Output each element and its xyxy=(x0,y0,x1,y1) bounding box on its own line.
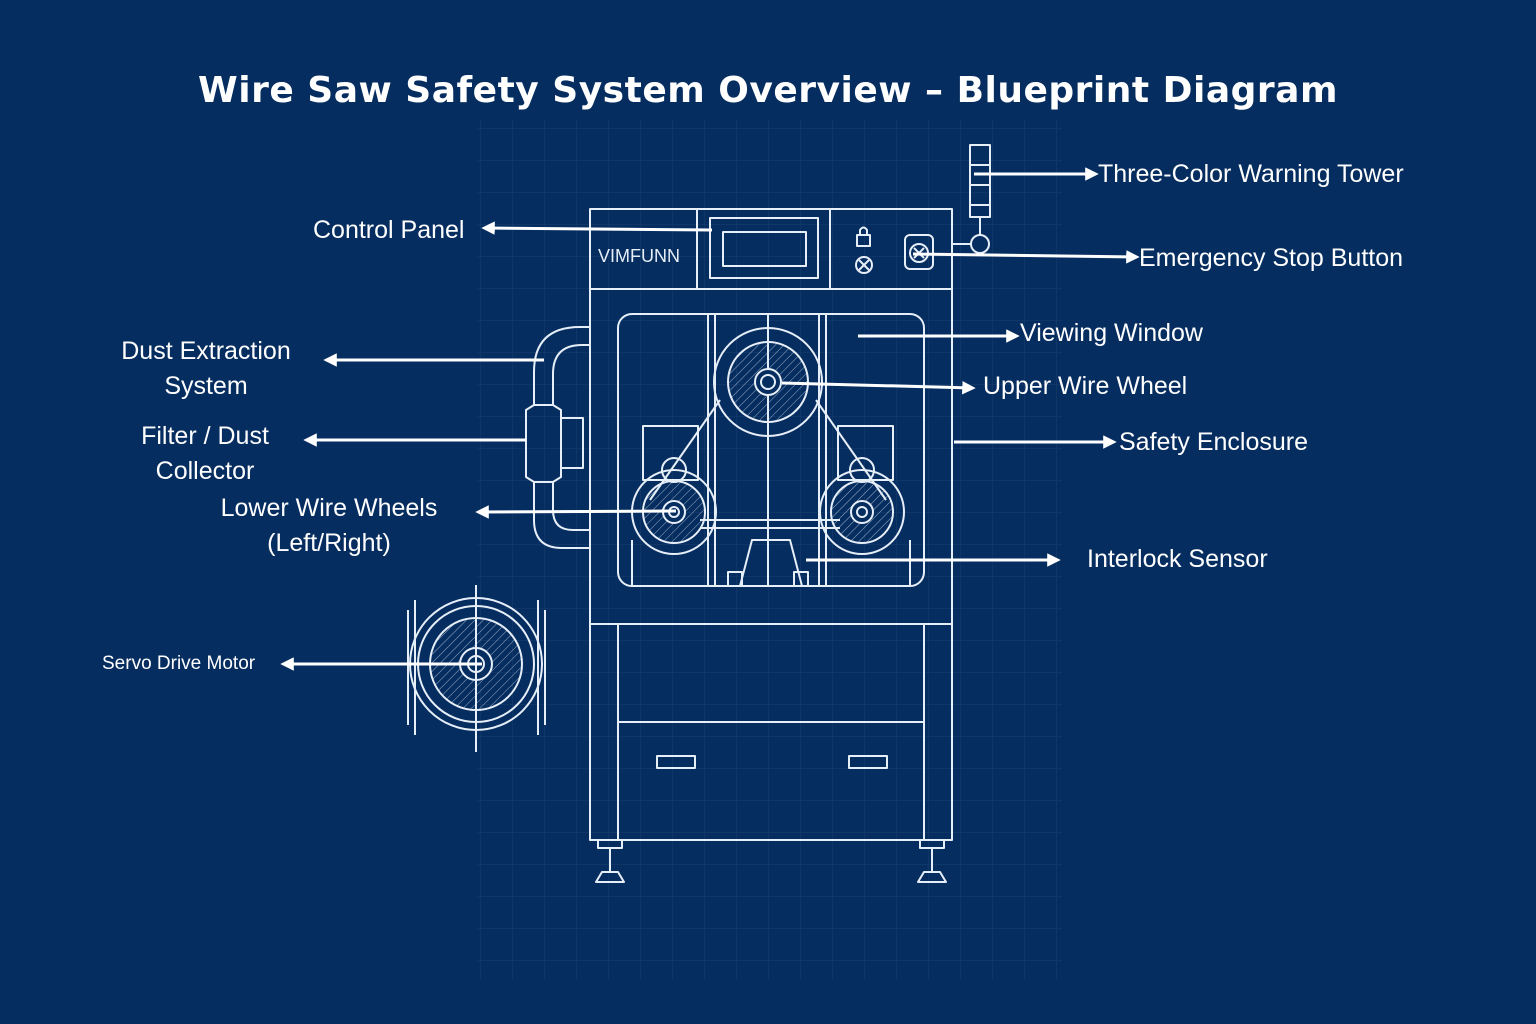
filter-collector xyxy=(525,404,584,483)
page-title: Wire Saw Safety System Overview – Bluepr… xyxy=(198,70,1338,111)
label-filter-line1: Filter / Dust xyxy=(141,422,269,450)
leveling-foot-left xyxy=(595,839,625,883)
label-upper-wheel: Upper Wire Wheel xyxy=(983,372,1188,400)
blueprint-grid xyxy=(478,120,1062,980)
dust-extraction-duct xyxy=(533,326,590,549)
control-panel-screen xyxy=(722,231,807,267)
label-lower-wheels-line2: (Left/Right) xyxy=(267,529,391,557)
drawer-handle-right xyxy=(848,755,888,769)
label-warning-tower: Three-Color Warning Tower xyxy=(1098,160,1404,188)
label-dust-extraction-line1: Dust Extraction xyxy=(121,337,291,365)
label-dust-extraction: Dust Extraction System xyxy=(106,334,306,404)
machine-body xyxy=(589,208,953,841)
viewing-window xyxy=(617,313,925,587)
label-safety-enclosure: Safety Enclosure xyxy=(1119,428,1308,456)
label-interlock-sensor: Interlock Sensor xyxy=(1087,545,1268,573)
label-emergency-stop: Emergency Stop Button xyxy=(1139,244,1404,272)
label-control-panel: Control Panel xyxy=(313,216,465,244)
leader-emergency-stop xyxy=(912,250,1140,264)
x-circle-icon xyxy=(855,256,873,274)
drawer-handle-left xyxy=(656,755,696,769)
label-dust-extraction-line2: System xyxy=(164,372,248,400)
lower-wire-wheel-right xyxy=(819,457,905,555)
label-servo-motor: Servo Drive Motor xyxy=(102,653,256,674)
leveling-foot-right xyxy=(917,839,947,883)
label-lower-wheels-line1: Lower Wire Wheels xyxy=(220,494,438,522)
label-lower-wheels: Lower Wire Wheels (Left/Right) xyxy=(200,491,458,561)
label-filter: Filter / Dust Collector xyxy=(110,419,300,489)
label-filter-line2: Collector xyxy=(155,457,255,485)
leader-lower-wheels xyxy=(475,505,677,519)
leader-control-panel xyxy=(481,221,713,235)
brand-logo: VIMFUNN xyxy=(598,246,680,266)
leader-upper-wheel xyxy=(781,380,976,395)
lock-icon xyxy=(856,226,871,247)
warning-tower xyxy=(952,144,991,254)
control-panel-frame xyxy=(709,217,819,279)
upper-wire-wheel xyxy=(713,327,823,437)
label-viewing-window: Viewing Window xyxy=(1020,319,1203,347)
